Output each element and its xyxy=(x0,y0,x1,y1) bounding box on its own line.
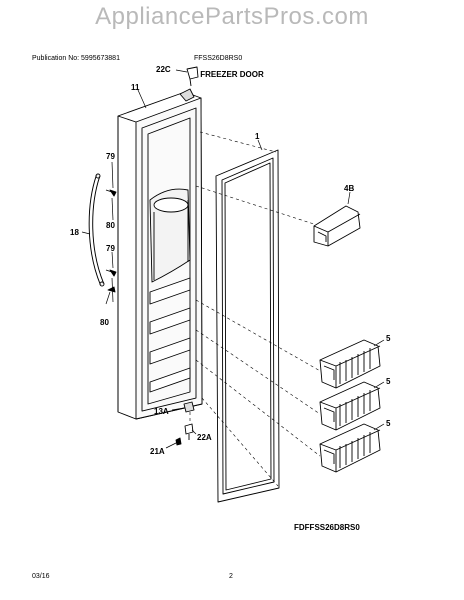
door-handle xyxy=(88,173,105,287)
bottom-hinge-parts xyxy=(175,401,195,446)
footer-date: 03/16 xyxy=(32,573,50,580)
leader-lines xyxy=(81,69,385,449)
callout-labels: 22C 11 1 4B 79 80 18 79 80 5 5 5 13A 22A… xyxy=(70,65,391,456)
callout-11: 11 xyxy=(131,83,140,92)
callout-4b: 4B xyxy=(344,184,354,193)
callout-13a: 13A xyxy=(154,407,169,416)
callout-5-middle: 5 xyxy=(386,377,391,386)
top-hinge-cap xyxy=(186,66,199,87)
publication-number: Publication No: 5995673881 xyxy=(32,55,120,62)
callout-79-upper: 79 xyxy=(106,152,115,161)
door-bins xyxy=(319,339,381,473)
callout-79-lower: 79 xyxy=(106,244,115,253)
callout-80-upper: 80 xyxy=(106,221,115,230)
door-panel xyxy=(117,88,203,420)
door-gasket xyxy=(215,149,280,503)
callout-22a: 22A xyxy=(197,433,212,442)
model-number: FFSS26D8RS0 xyxy=(194,55,243,62)
callout-18: 18 xyxy=(70,228,79,237)
page-title: FREEZER DOOR xyxy=(200,70,264,79)
small-door-bin xyxy=(313,205,361,247)
callout-5-bottom: 5 xyxy=(386,419,391,428)
callout-5-top: 5 xyxy=(386,334,391,343)
alignment-lines xyxy=(189,131,323,487)
watermark: AppliancePartsPros.com xyxy=(95,3,369,30)
callout-80-lower: 80 xyxy=(100,318,109,327)
callout-21a: 21A xyxy=(150,447,165,456)
handle-screws xyxy=(105,189,117,293)
callout-1: 1 xyxy=(255,132,260,141)
callout-22c: 22C xyxy=(156,65,171,74)
diagram-code: FDFFSS26D8RS0 xyxy=(294,523,360,532)
footer-page-number: 2 xyxy=(229,573,233,580)
